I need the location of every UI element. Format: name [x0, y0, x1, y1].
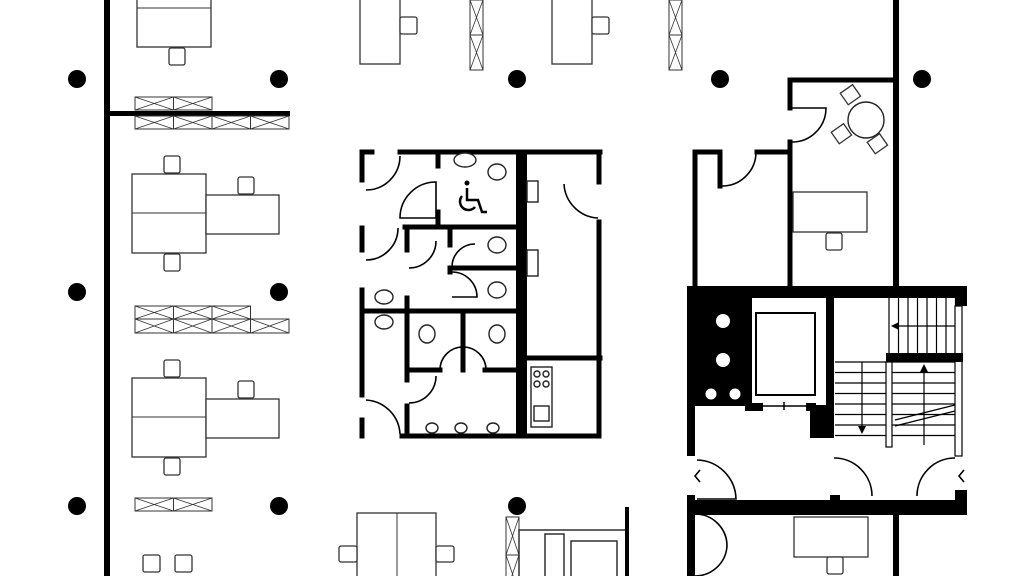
- chair: [839, 83, 862, 106]
- storage-cabinet: [173, 497, 213, 512]
- storage-cabinet: [173, 115, 213, 130]
- elevator: [755, 312, 816, 410]
- toilet: [487, 236, 507, 254]
- column: [270, 283, 288, 301]
- storage-cabinet: [505, 554, 520, 576]
- sink: [453, 152, 477, 168]
- storage-cabinets: [134, 0, 683, 576]
- chair: [591, 16, 610, 35]
- chair: [163, 457, 181, 476]
- restroom-block: [359, 149, 603, 439]
- storage-cabinet: [211, 305, 251, 320]
- offices-right: [692, 77, 896, 575]
- desk: [205, 398, 280, 439]
- storage-cabinet: [668, 34, 683, 71]
- round-table: [847, 101, 885, 139]
- chair: [163, 359, 181, 378]
- workstations-bottom: [338, 507, 629, 576]
- desk: [793, 516, 869, 558]
- desk: [792, 191, 868, 233]
- chair: [237, 176, 255, 195]
- columns: [68, 70, 931, 515]
- urinal: [425, 422, 439, 434]
- sink: [374, 289, 394, 305]
- column: [270, 497, 288, 515]
- column: [68, 70, 86, 88]
- exterior-walls: [104, 0, 899, 576]
- toilet: [487, 281, 507, 299]
- chair: [237, 380, 255, 399]
- storage-cabinet: [469, 0, 484, 36]
- toilet: [488, 324, 506, 344]
- chair: [338, 545, 358, 563]
- toilet: [487, 163, 507, 181]
- chair: [168, 47, 186, 66]
- appliance: [570, 540, 618, 576]
- chair: [174, 554, 193, 573]
- stairs: [835, 298, 963, 457]
- storage-cabinet: [134, 318, 174, 334]
- urinal: [486, 422, 500, 434]
- chair: [826, 556, 844, 575]
- column: [913, 70, 931, 88]
- column: [508, 70, 526, 88]
- storage-cabinet: [134, 305, 174, 320]
- urinal: [454, 422, 468, 434]
- column: [68, 497, 86, 515]
- chair: [163, 155, 181, 174]
- column: [270, 70, 288, 88]
- desk: [136, 0, 212, 48]
- storage-cabinet: [250, 115, 290, 130]
- storage-cabinet: [134, 96, 174, 111]
- wheelchair-accessible-icon: [458, 180, 487, 214]
- service-core: [687, 286, 967, 576]
- workstations-top: [359, 0, 610, 65]
- chair: [866, 132, 889, 155]
- storage-cabinet: [250, 318, 290, 334]
- desk: [359, 0, 401, 65]
- storage-cabinet: [211, 318, 251, 334]
- column: [711, 70, 729, 88]
- column: [508, 497, 526, 515]
- storage-cabinet: [668, 0, 683, 36]
- column: [68, 283, 86, 301]
- chair: [830, 122, 853, 145]
- kitchenette: [530, 366, 553, 428]
- sink: [374, 314, 394, 330]
- storage-cabinet: [173, 96, 213, 111]
- toilet: [418, 324, 436, 344]
- chair: [142, 554, 161, 573]
- chair: [435, 545, 455, 563]
- storage-cabinet: [211, 115, 251, 130]
- storage-cabinet: [505, 516, 520, 556]
- appliance: [544, 533, 565, 576]
- storage-cabinet: [134, 115, 174, 130]
- chair: [163, 253, 181, 272]
- storage-cabinet: [173, 318, 213, 334]
- workstations-left: [131, 0, 280, 573]
- desk: [205, 194, 280, 235]
- storage-cabinet: [173, 305, 213, 320]
- chair: [825, 232, 843, 251]
- desk: [551, 0, 593, 65]
- storage-cabinet: [469, 34, 484, 71]
- chair: [399, 16, 418, 35]
- storage-cabinet: [134, 497, 174, 512]
